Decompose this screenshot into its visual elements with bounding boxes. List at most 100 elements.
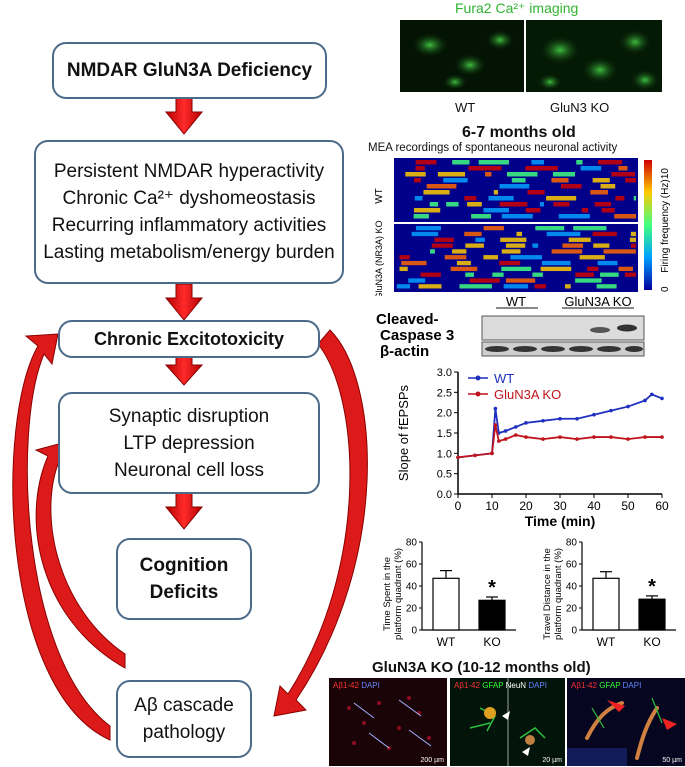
flow-box-line: Recurring inflammatory activities: [51, 215, 327, 236]
caspase-band: [617, 324, 637, 332]
scale-bar-label: 20 µm: [542, 757, 562, 764]
legend-marker: [475, 391, 481, 397]
mea-activity-burst: [467, 202, 482, 207]
x-tick-label: 0: [455, 499, 462, 513]
mea-activity-burst: [630, 231, 636, 237]
y-tick-label: 0: [571, 626, 577, 637]
mea-activity-burst: [587, 266, 599, 272]
flow-box-line: Lasting metabolism/energy burden: [43, 242, 335, 263]
mea-activity-burst: [401, 260, 427, 266]
mea-activity-burst: [546, 196, 577, 201]
x-tick-label: 50: [621, 499, 635, 513]
mea-activity-burst: [565, 284, 571, 289]
mea-activity-burst: [630, 243, 636, 248]
colorbar: [644, 160, 652, 290]
mea-activity-burst: [593, 243, 610, 248]
mea-activity-burst: [434, 237, 454, 242]
mea-activity-burst: [532, 272, 543, 277]
mea-activity-burst: [426, 184, 457, 189]
bar-ko: [638, 598, 666, 631]
flow-box-abeta-pathology: Aβ cascade pathology: [116, 680, 252, 758]
mea-activity-burst: [601, 208, 615, 213]
data-point: [660, 396, 664, 401]
mea-activity-burst: [546, 231, 581, 237]
mea-activity-burst: [468, 166, 502, 171]
bar-wt: [592, 577, 620, 631]
flow-box-chronic-excitotoxicity: Chronic Excitotoxicity: [58, 320, 320, 358]
mea-activity-burst: [540, 266, 572, 272]
data-point: [592, 412, 596, 417]
down-arrow-2: [164, 283, 204, 321]
flow-box-hyperactivity: Persistent NMDAR hyperactivity Chronic C…: [34, 140, 344, 284]
mea-activity-burst: [459, 284, 492, 289]
calcium-imaging-panels: [400, 20, 662, 92]
y-tick-label: 40: [566, 582, 578, 593]
mea-activity-burst: [444, 255, 467, 260]
y-tick-label: 20: [406, 604, 418, 615]
mea-activity-burst: [464, 196, 477, 201]
colorbar-min: 0: [660, 286, 671, 292]
x-tick-label: WT: [437, 635, 456, 649]
mea-activity-burst: [485, 172, 492, 177]
mea-title: 6-7 months old: [462, 124, 576, 141]
data-point: [456, 455, 460, 460]
mea-activity-burst: [478, 160, 510, 165]
calcium-imaging-title: Fura2 Ca²⁺ imaging: [455, 0, 579, 16]
mea-activity-burst: [580, 166, 602, 171]
curved-arrow-right: [273, 329, 368, 717]
mea-activity-burst: [581, 208, 589, 213]
mea-activity-burst: [415, 160, 437, 165]
mea-activity-burst: [437, 172, 466, 177]
mea-activity-burst: [446, 202, 459, 207]
actin-band: [597, 346, 621, 352]
mea-activity-burst: [469, 278, 500, 283]
mea-activity-burst: [624, 272, 636, 277]
mea-activity-burst: [420, 272, 441, 277]
data-point: [497, 439, 501, 443]
y-axis-label: platform quadrant (%): [393, 548, 404, 640]
mea-activity-burst: [611, 172, 635, 177]
western-blot: WT GluN3A KO Cleaved- Caspase 3 β-actin: [376, 296, 645, 358]
significance-marker: *: [648, 576, 656, 598]
mea-activity-burst: [415, 166, 425, 171]
data-point: [524, 435, 528, 439]
bar-wt: [432, 577, 460, 631]
mea-activity-burst: [411, 231, 439, 237]
y-tick-label: 1.5: [437, 428, 452, 440]
mea-activity-burst: [562, 243, 584, 248]
mea-activity-burst: [629, 237, 636, 242]
mea-activity-burst: [590, 190, 608, 195]
data-point: [575, 416, 579, 421]
mea-activity-burst: [534, 284, 546, 289]
mea-activity-burst: [396, 284, 411, 289]
mea-activity-burst: [625, 178, 636, 183]
mea-activity-burst: [560, 184, 582, 189]
mea-activity-burst: [525, 208, 541, 213]
histology-panel-2: Aβ1-42 GFAP NeuN DAPI 20 µm: [450, 678, 565, 766]
y-tick-label: 60: [566, 560, 578, 571]
histology-panel-3: Aβ1-42 GFAP DAPI 50 µm: [567, 678, 685, 766]
y-axis-label: Slope of fEPSPs: [396, 384, 411, 481]
mea-activity-burst: [575, 272, 595, 277]
flowchart-arrows: [12, 95, 368, 741]
data-point: [609, 435, 613, 439]
flow-box-line: Persistent NMDAR hyperactivity: [53, 161, 325, 182]
mea-activity-burst: [465, 272, 474, 277]
mea-activity-burst: [600, 184, 616, 189]
mea-activity-burst: [418, 284, 442, 289]
mea-activity-burst: [443, 178, 468, 183]
mea-activity-burst: [465, 243, 484, 248]
mea-activity-burst: [408, 278, 426, 283]
mea-activity-burst: [405, 172, 426, 177]
y-tick-label: 3.0: [437, 367, 452, 379]
y-tick-label: 1.0: [437, 448, 452, 460]
mea-activity-burst: [499, 202, 528, 207]
series-line-ko: [457, 424, 662, 459]
series-line-wt: [457, 393, 663, 459]
mea-activity-burst: [597, 260, 618, 266]
x-axis-label: Time (min): [525, 513, 596, 529]
data-point: [558, 435, 562, 439]
flow-box-line: pathology: [142, 722, 226, 743]
y-tick-label: 0.0: [437, 489, 452, 501]
mea-activity-burst: [452, 249, 467, 254]
